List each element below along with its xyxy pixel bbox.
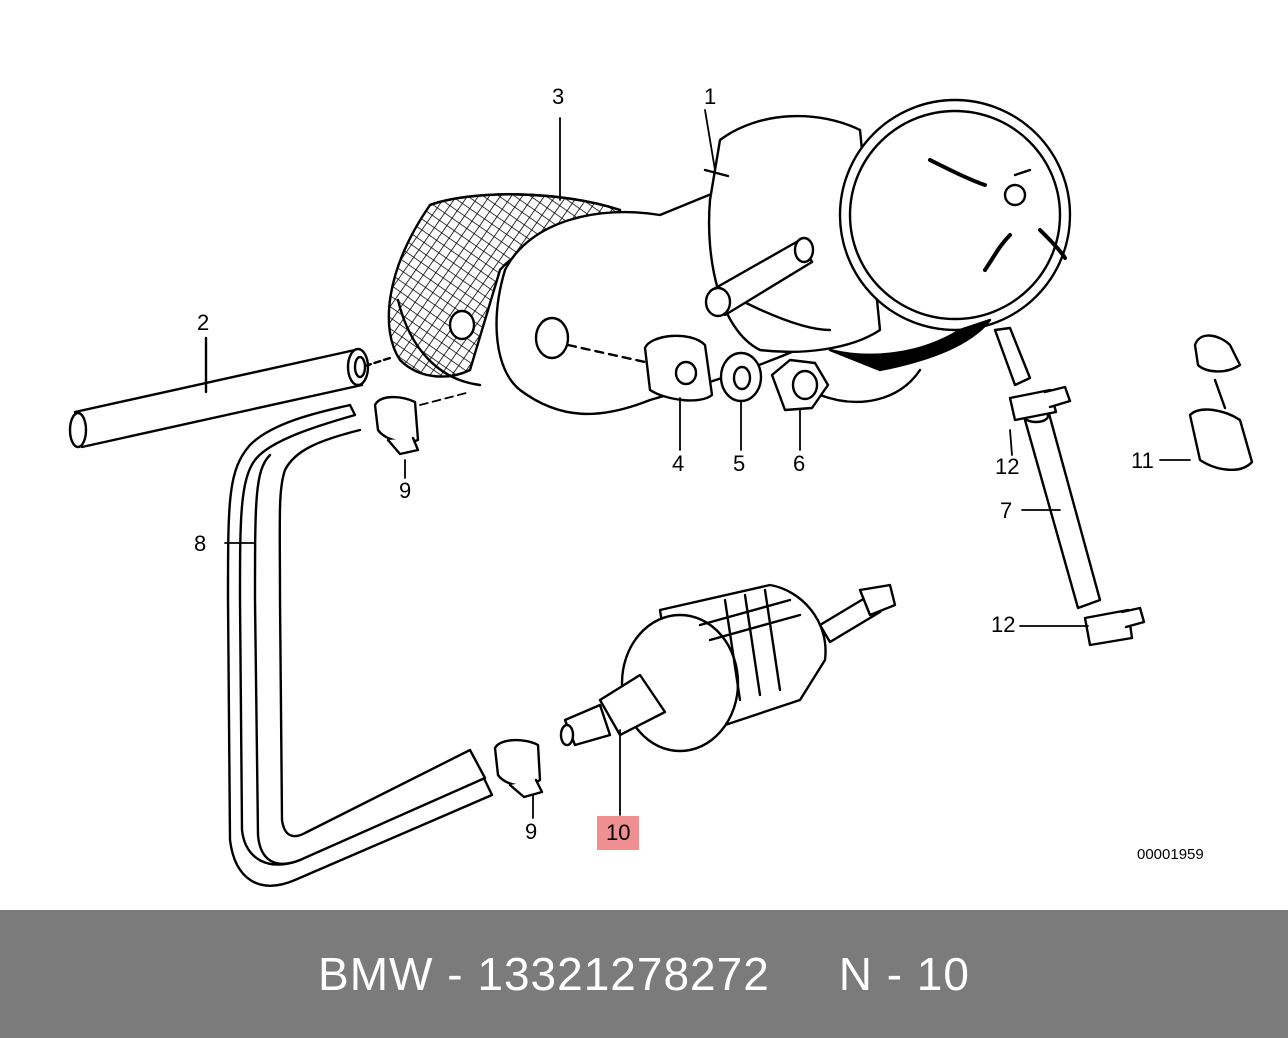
callout-1: 1 (704, 84, 717, 109)
callout-6: 6 (793, 451, 806, 476)
part-11-clip (1188, 334, 1254, 471)
part-9-clamp-bottom (493, 738, 544, 799)
part-8-hose (226, 403, 494, 887)
diagram-reference-number: 00001959 (1137, 846, 1204, 863)
part-9-clamp-top (373, 395, 420, 456)
leader-lines (224, 109, 1191, 819)
part-4-grommet (643, 334, 714, 402)
callout-11: 11 (1131, 448, 1154, 473)
part-5-washer (719, 351, 763, 403)
callout-5: 5 (733, 451, 746, 476)
callout-3: 3 (552, 84, 565, 109)
callout-10-highlighted: 10 (597, 816, 640, 850)
callout-9-top: 9 (399, 478, 412, 503)
callout-2: 2 (197, 310, 210, 335)
part-number-banner: BMW - 13321278272 N - 10 (0, 910, 1288, 1038)
footer-position-label: N - 10 (838, 948, 970, 1000)
parts-diagram (68, 98, 1254, 887)
callout-12-bottom: 12 (991, 612, 1016, 637)
footer-separator: - (433, 948, 478, 1000)
part-6-nut (770, 358, 830, 412)
footer-gap (770, 947, 839, 1001)
part-2-tube (68, 336, 392, 449)
callout-7: 7 (1000, 498, 1013, 523)
part-7-hose (1022, 408, 1102, 610)
pump-outlet (993, 326, 1032, 387)
callout-8: 8 (194, 531, 207, 556)
diagram-drawing (68, 98, 1254, 887)
callout-9-bottom: 9 (525, 819, 538, 844)
callout-12-top: 12 (995, 454, 1020, 479)
part-1-pump (495, 98, 1072, 416)
footer-brand: BMW (318, 948, 434, 1000)
footer-part-number: 13321278272 (477, 948, 770, 1000)
callout-4: 4 (672, 451, 685, 476)
part-10-fuel-filter (559, 583, 897, 753)
part-12-clamp-top (1008, 385, 1072, 422)
part-12-clamp-bottom (1083, 606, 1146, 647)
